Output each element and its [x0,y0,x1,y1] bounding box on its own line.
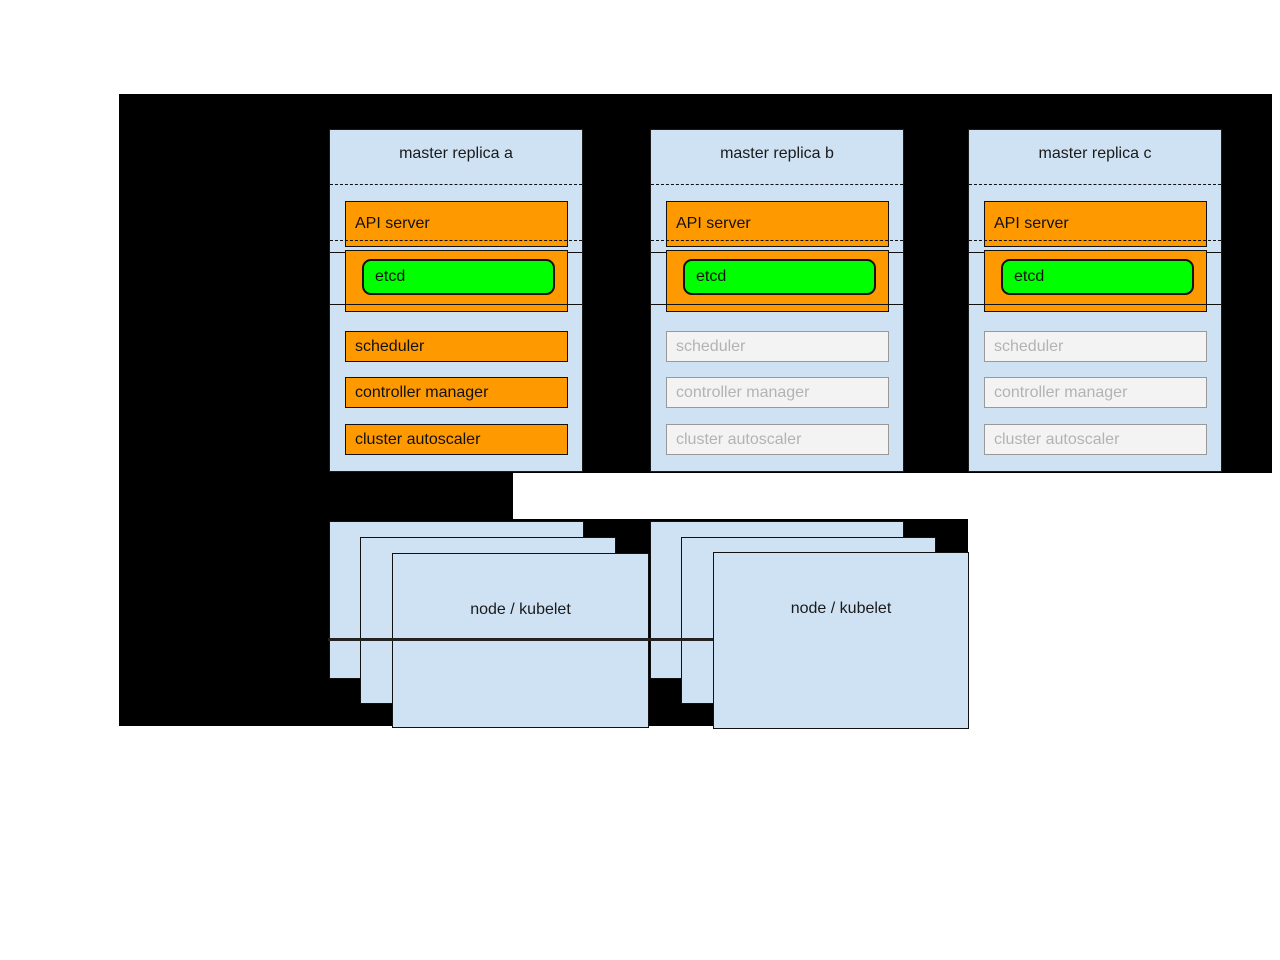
dashed-crossing-line [330,240,582,241]
cluster-autoscaler-box-inactive: cluster autoscaler [666,424,889,455]
node-connector-line [328,638,713,641]
api-server-label: API server [676,215,751,232]
scheduler-box-inactive: scheduler [984,331,1207,362]
api-server-box: API server [345,201,568,247]
connector-line-over [651,304,903,305]
connector-line-over [330,304,582,305]
etcd-box: etcd [1001,259,1194,295]
controller-manager-label: controller manager [355,383,489,401]
etcd-box: etcd [683,259,876,295]
controller-manager-box: controller manager [345,377,568,408]
api-server-box: API server [666,201,889,247]
cluster-autoscaler-label: cluster autoscaler [994,430,1120,448]
node-stack-2-front-box: node / kubelet [713,552,969,729]
node-kubelet-label: node / kubelet [470,601,571,618]
etcd-label: etcd [375,268,406,285]
dashed-crossing-line [651,240,903,241]
master-replica-b-title: master replica b [720,145,834,162]
cluster-autoscaler-box-inactive: cluster autoscaler [984,424,1207,455]
dashed-crossing-line [969,240,1221,241]
master-replica-c-title: master replica c [1038,145,1152,162]
scheduler-label: scheduler [994,337,1064,355]
master-replica-a-title: master replica a [399,145,513,162]
master-replica-a-box: master replica a API server etcd schedul… [329,129,583,472]
controller-manager-box-inactive: controller manager [984,377,1207,408]
dashed-divider-line [651,184,903,185]
controller-manager-box-inactive: controller manager [666,377,889,408]
api-server-label: API server [355,215,430,232]
master-replica-c-box: master replica c API server etcd schedul… [968,129,1222,472]
scheduler-box: scheduler [345,331,568,362]
cluster-autoscaler-label: cluster autoscaler [676,430,802,448]
dashed-divider-line [330,184,582,185]
master-replica-b-box: master replica b API server etcd schedul… [650,129,904,472]
connector-line-over [969,304,1221,305]
cluster-autoscaler-label: cluster autoscaler [355,430,481,448]
white-corner [968,473,1280,726]
etcd-container-box: etcd [666,250,889,312]
api-server-label: API server [994,215,1069,232]
etcd-container-box: etcd [984,250,1207,312]
dashed-divider-line [969,184,1221,185]
node-kubelet-label: node / kubelet [790,600,892,617]
etcd-container-box: etcd [345,250,568,312]
scheduler-box-inactive: scheduler [666,331,889,362]
scheduler-label: scheduler [355,337,425,355]
api-server-box: API server [984,201,1207,247]
etcd-box: etcd [362,259,555,295]
scheduler-label: scheduler [676,337,746,355]
controller-manager-label: controller manager [994,383,1128,401]
etcd-label: etcd [696,268,727,285]
cluster-autoscaler-box: cluster autoscaler [345,424,568,455]
etcd-label: etcd [1014,268,1045,285]
controller-manager-label: controller manager [676,383,810,401]
